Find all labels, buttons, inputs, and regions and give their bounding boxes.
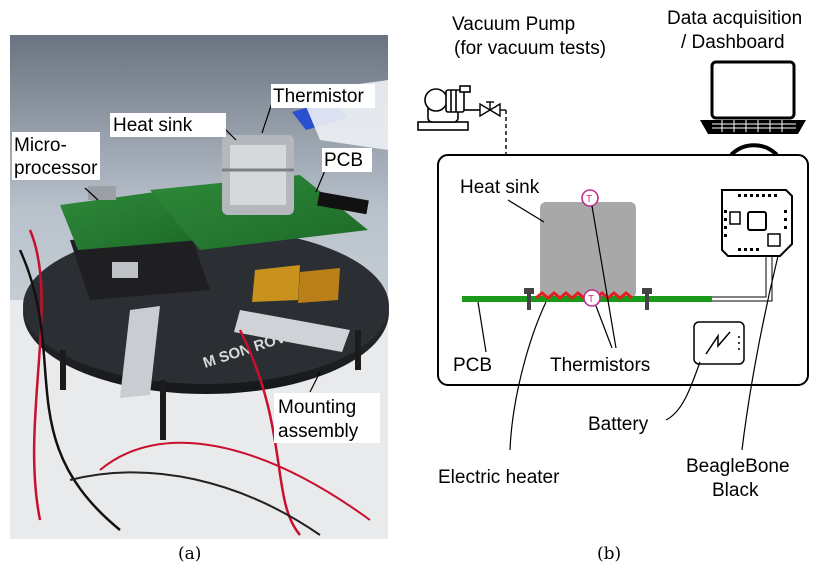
schematic-panel: Vacuum Pump (for vacuum tests) Data acqu… <box>417 8 809 501</box>
vacuum-pump-icon <box>417 85 480 131</box>
label-box <box>271 84 375 108</box>
thermistor-marker: T <box>588 294 594 305</box>
label-pcb-schematic: PCB <box>453 355 492 376</box>
label-beaglebone: BeagleBone <box>686 456 790 477</box>
plate-leg <box>60 350 66 390</box>
label-thermistor: Thermistor <box>273 86 364 107</box>
wire <box>69 471 321 536</box>
label-black: Black <box>712 480 759 501</box>
beaglebone-board <box>70 232 210 300</box>
thermistor-bottom: T <box>583 289 601 307</box>
pcb-connector <box>317 191 369 215</box>
usb-port <box>112 262 138 278</box>
label-battery: Battery <box>588 414 649 435</box>
microprocessor-pointer <box>84 187 99 201</box>
caption-a: (a) <box>178 544 201 564</box>
label-daq: Data acquisition <box>667 8 802 29</box>
wire <box>238 329 301 536</box>
label-thermistors: Thermistors <box>550 355 650 376</box>
laptop-icon <box>700 60 806 134</box>
plate-leg <box>355 330 361 370</box>
label-vacuum-note: (for vacuum tests) <box>454 38 606 59</box>
battery-icon <box>693 321 745 365</box>
heat-sink-face <box>230 145 286 205</box>
pcb-leader <box>477 301 487 353</box>
label-pcb-photo: PCB <box>324 150 363 171</box>
heater-leader <box>509 301 547 451</box>
label-heat-sink-schematic: Heat sink <box>460 177 540 198</box>
mounting-pointer <box>309 371 321 393</box>
label-dashboard: / Dashboard <box>681 32 785 53</box>
label-box <box>110 113 226 137</box>
label-box <box>274 393 380 443</box>
battery-leader <box>665 361 701 421</box>
kapton-tape <box>252 265 300 302</box>
label-assembly: assembly <box>278 421 359 442</box>
beaglebone-icon <box>721 189 793 257</box>
valve-icon <box>479 101 506 118</box>
label-processor: processor <box>14 158 98 179</box>
heatsink-leader <box>507 199 545 223</box>
label-heat-sink: Heat sink <box>113 115 193 136</box>
label-box <box>12 132 100 180</box>
label-vacuum-pump: Vacuum Pump <box>452 14 575 35</box>
wire <box>99 441 371 521</box>
thermistor-top: T <box>581 189 599 207</box>
beaglebone-leader <box>741 255 779 451</box>
bolt <box>524 288 534 310</box>
tape-strip <box>120 306 160 398</box>
bolt <box>642 288 652 310</box>
wire <box>28 229 43 521</box>
label-box <box>322 148 372 172</box>
label-electric-heater: Electric heater <box>438 467 560 488</box>
thermistor-marker: T <box>586 194 592 205</box>
kapton-tape <box>298 268 340 303</box>
label-mounting: Mounting <box>278 397 356 418</box>
photo-panel: M SON ROVER Thermistor <box>10 35 389 539</box>
thermistor-leader <box>591 205 617 349</box>
thermistor-pointer <box>261 102 273 134</box>
data-wires <box>712 256 773 302</box>
plate-leg <box>160 380 166 440</box>
caption-b: (b) <box>597 544 621 564</box>
heat-sink <box>540 202 636 298</box>
thermistor-leader <box>595 305 613 349</box>
wire <box>18 249 121 531</box>
label-micro: Micro- <box>14 135 67 156</box>
tape-strip <box>234 310 350 352</box>
ethernet-port <box>88 186 116 200</box>
